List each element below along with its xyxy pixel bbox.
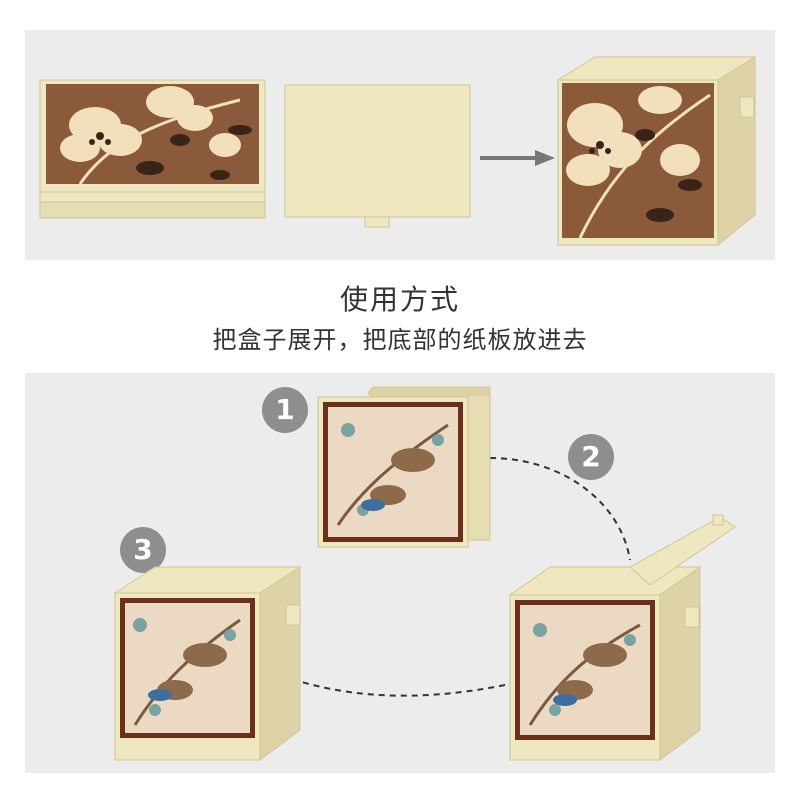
step-2-box-with-insert-image [508,514,736,761]
instructions-subtitle: 把盒子展开，把底部的纸板放进去 [212,326,588,354]
cardboard-insert-image [284,84,471,228]
step-2-badge: 2 [568,434,614,480]
assembled-box-image [556,56,757,247]
instructions-title: 使用方式 [339,283,460,316]
right-arrow-icon [480,150,555,166]
step-3-assembled-box-image [113,566,302,761]
folded-box-image [39,79,266,219]
step-1-badge: 1 [262,387,308,433]
step-3-badge: 3 [120,527,166,573]
step-1-folded-box-image [317,386,491,548]
